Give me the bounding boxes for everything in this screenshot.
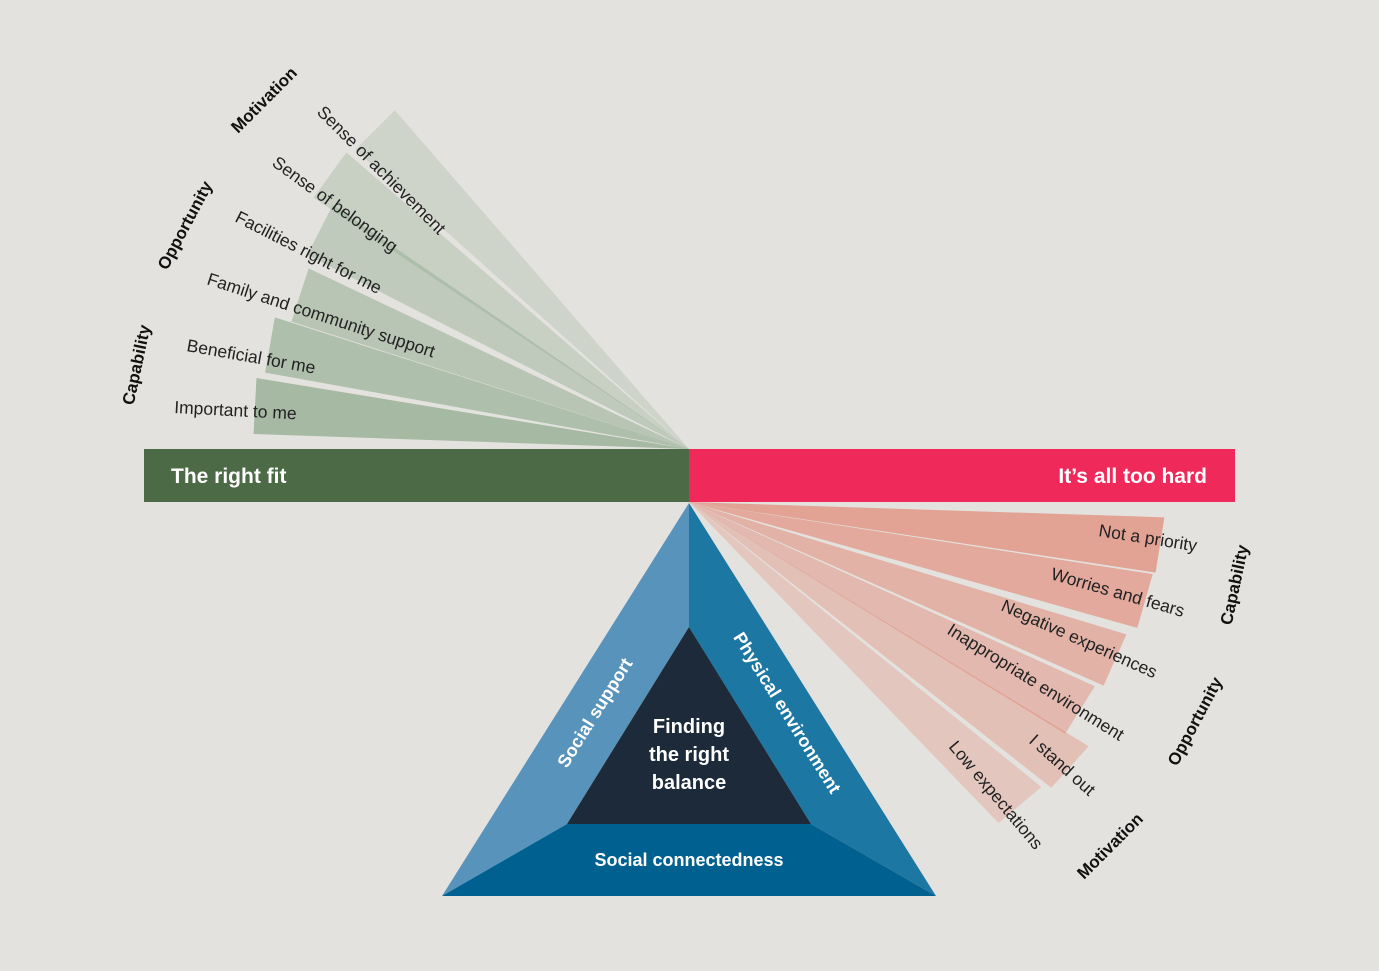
- right-fit-ray: [265, 317, 689, 449]
- too-hard-category-opportunity: Opportunity: [1164, 674, 1227, 769]
- center-label-line-2: the right: [649, 744, 729, 766]
- triangle-bottom-segment: [442, 824, 936, 896]
- triangle-right-segment: [689, 503, 936, 896]
- too-hard-ray: [689, 502, 1042, 823]
- right-fit-ray: [253, 378, 689, 449]
- right-fit-category-motivation: Motivation: [227, 63, 301, 137]
- too-hard-ray: [689, 502, 1153, 628]
- too-hard-ray: [689, 502, 1127, 686]
- too-hard-title: It’s all too hard: [1058, 465, 1207, 488]
- too-hard-category-capability: Capability: [1217, 543, 1253, 627]
- too-hard-ray: [689, 502, 1095, 734]
- balance-triangle: Social support Physical environment Soci…: [442, 503, 936, 896]
- right-fit-ray: [355, 110, 689, 449]
- right-fit-bar: [144, 449, 690, 502]
- right-fit-category-capability: Capability: [119, 323, 155, 407]
- right-fit-ray: [307, 205, 689, 449]
- social-connectedness-label: Social connectedness: [594, 850, 783, 870]
- too-hard-ray: [689, 502, 1089, 788]
- right-fit-title: The right fit: [171, 465, 286, 488]
- center-label-line-1: Finding: [653, 716, 725, 738]
- right-fit-category-opportunity: Opportunity: [154, 178, 217, 273]
- right-fit-ray: [291, 268, 689, 449]
- triangle-center: [567, 627, 811, 824]
- right-fit-ray: [313, 152, 689, 449]
- too-hard-category-motivation: Motivation: [1073, 809, 1147, 883]
- triangle-left-segment: [442, 503, 689, 896]
- too-hard-bar: [689, 449, 1235, 502]
- too-hard-ray: [689, 502, 1165, 573]
- center-label-line-3: balance: [652, 772, 726, 794]
